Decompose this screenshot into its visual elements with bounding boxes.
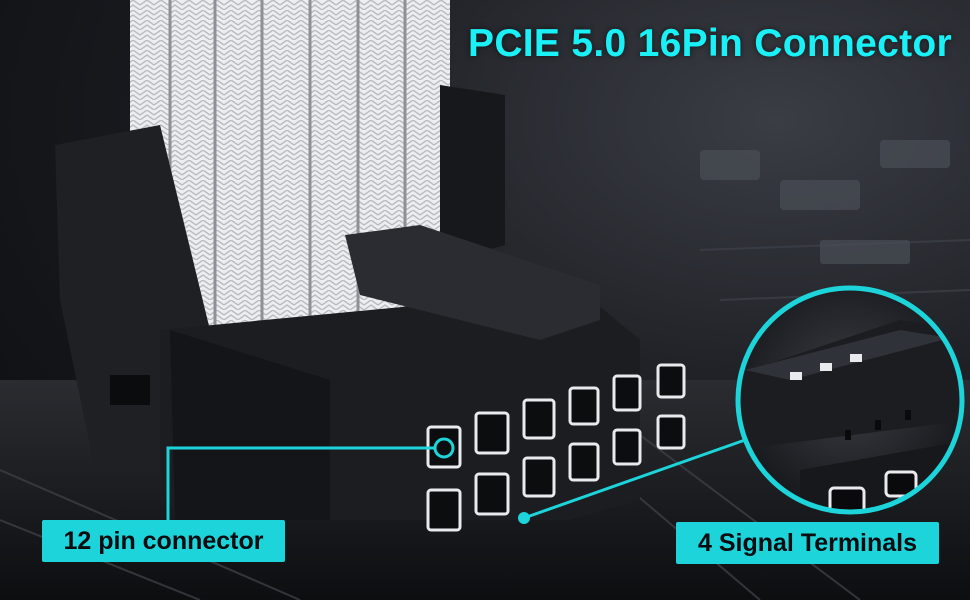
signal-terminals-label: 4 Signal Terminals [676,522,939,564]
connector-housing [55,85,640,520]
signal-terminals-zoom [735,285,965,515]
pin-sockets [426,363,686,532]
callout-lines [166,437,746,524]
twelve-pin-connector-label: 12 pin connector [42,520,285,562]
page-title: PCIE 5.0 16Pin Connector [468,22,952,65]
